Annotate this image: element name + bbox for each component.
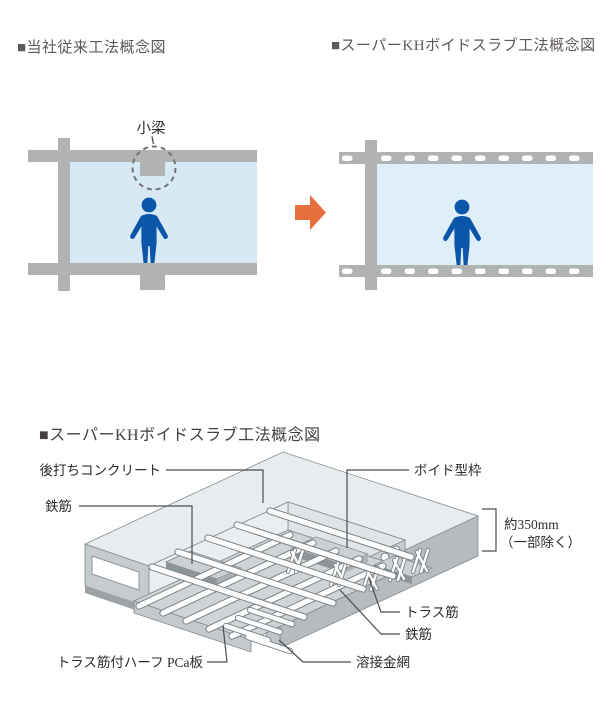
label-void-form: ボイド型枠 (414, 463, 482, 478)
ceiling-slab (28, 150, 257, 162)
conventional-method-diagram: 小梁 (28, 120, 257, 291)
heading-conventional-method: ■当社従来工法概念図 (17, 40, 167, 56)
rebar-upper-layer (148, 507, 415, 621)
small-beam-label: 小梁 (137, 120, 166, 137)
room-interior (70, 162, 257, 263)
label-rebar-left: 鉄筋 (45, 498, 72, 514)
label-truss: トラス筋 (405, 604, 459, 620)
label-rebar-right: 鉄筋 (405, 626, 432, 642)
heading-void-slab-method: ■スーパーKHボイドスラブ工法概念図 (331, 38, 596, 54)
column (58, 138, 70, 291)
small-beam-lower (140, 274, 165, 290)
void-dashes-top (342, 155, 580, 161)
room-interior (377, 164, 593, 265)
void-hole (91, 555, 140, 591)
label-post-cast-concrete: 後打ちコンクリート (40, 462, 162, 478)
label-thickness-note: （一部除く） (500, 535, 581, 550)
column (365, 140, 377, 290)
beam-label-tick (151, 136, 155, 145)
dashed-highlight-circle (131, 145, 177, 191)
void-slab-cutaway-figure: 後打ちコンクリート 鉄筋 ボイド型枠 約350mm （一部除く） トラス筋 鉄筋… (40, 451, 581, 670)
welded-wire-mesh (222, 606, 296, 655)
label-thickness: 約350mm (504, 517, 559, 532)
label-pca-board: トラス筋付ハーフ PCa板 (57, 654, 204, 670)
void-slab-method-diagram (339, 140, 593, 290)
void-dashes-bottom (342, 268, 580, 274)
transition-arrow-icon (295, 195, 326, 230)
label-welded-mesh: 溶接金網 (356, 654, 410, 670)
heading-void-slab-detail: ■スーパーKHボイドスラブ工法概念図 (39, 427, 321, 444)
floor-slab (28, 263, 257, 275)
leader-lines (79, 469, 497, 663)
thickness-bracket (482, 508, 497, 552)
small-beam (140, 161, 165, 176)
